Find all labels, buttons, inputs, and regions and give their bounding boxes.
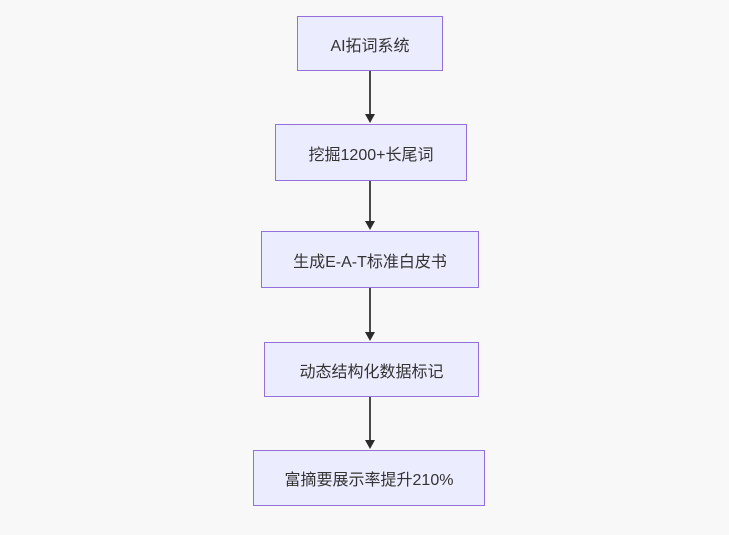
flow-node-label: 生成E-A-T标准白皮书 [293,253,447,271]
flow-edge-line [369,71,371,116]
flow-node-longtail-mining: 挖掘1200+长尾词 [275,124,467,181]
arrow-down-icon [365,440,375,449]
flow-node-rich-snippet-result: 富摘要展示率提升210% [253,450,485,506]
flow-edge-line [369,181,371,223]
flow-node-label: AI拓词系统 [330,37,410,55]
arrow-down-icon [365,114,375,123]
flow-edge-line [369,288,371,334]
flow-node-label: 富摘要展示率提升210% [284,472,454,489]
arrow-down-icon [365,332,375,341]
flow-node-label: 动态结构化数据标记 [299,363,444,381]
flow-edge-line [369,397,371,442]
flow-node-structured-data: 动态结构化数据标记 [264,342,479,397]
flow-node-label: 挖掘1200+长尾词 [308,146,434,164]
arrow-down-icon [365,221,375,230]
flow-node-ai-word-expansion: AI拓词系统 [297,16,443,71]
flow-node-eat-whitepaper: 生成E-A-T标准白皮书 [261,231,479,288]
